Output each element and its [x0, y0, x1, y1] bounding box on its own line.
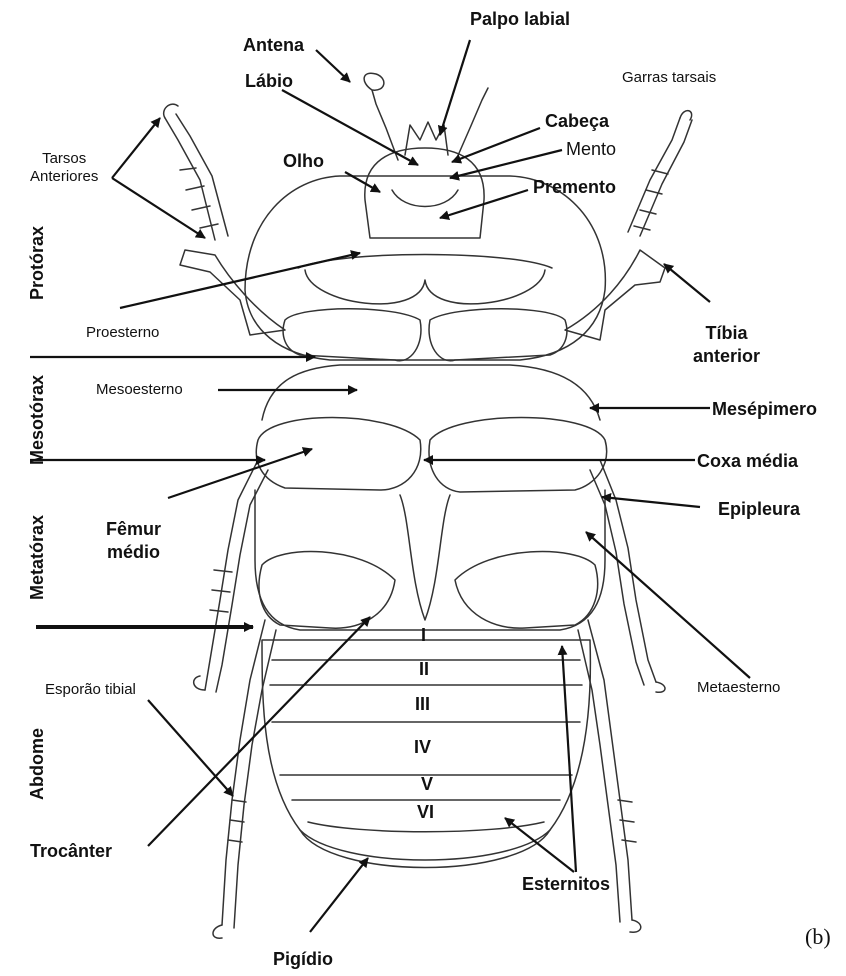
arrow-esternitos-1 [562, 646, 576, 872]
label-mesepimero: Mesépimero [712, 400, 817, 418]
sternite-ii: II [419, 660, 429, 678]
arrow-palpo-labial [440, 40, 470, 135]
hind-leg-left [222, 620, 265, 925]
arrow-tarsos-anteriores-2 [112, 178, 205, 238]
label-metaesterno: Metaesterno [697, 680, 780, 695]
arrow-trocanter [148, 617, 370, 846]
label-palpo-labial: Palpo labial [470, 10, 570, 28]
arrow-esporao-tibial [148, 700, 233, 796]
label-labio: Lábio [245, 72, 293, 90]
arrow-tarsos-anteriores-1 [112, 118, 160, 178]
label-antena: Antena [243, 36, 304, 54]
label-epipleura: Epipleura [718, 500, 800, 518]
label-mento: Mento [566, 140, 616, 158]
label-femur-medio: Fêmur médio [106, 518, 161, 563]
label-pigidio: Pigídio [273, 950, 333, 968]
label-esternitos: Esternitos [522, 875, 610, 893]
label-garras-tarsais: Garras tarsais [622, 70, 716, 85]
label-esporao-tibial: Esporão tibial [45, 682, 136, 697]
mid-leg-left [205, 460, 258, 690]
label-tarsos-anteriores: Tarsos Anteriores [30, 150, 98, 186]
region-metatorax: Metatórax [28, 515, 46, 600]
mid-coxa-left [256, 418, 420, 491]
arrow-metaesterno [586, 532, 750, 678]
fore-coxa-left [283, 309, 421, 361]
fore-leg-left [180, 250, 285, 335]
arrow-mento [450, 150, 562, 178]
label-coxa-media: Coxa média [697, 452, 798, 470]
mid-coxa-right [429, 418, 607, 493]
metasternum [255, 490, 605, 630]
sternite-iii: III [415, 695, 430, 713]
region-abdome: Abdome [28, 728, 46, 800]
label-olho: Olho [283, 152, 324, 170]
fore-leg-right [565, 250, 665, 340]
sternite-i: I [421, 626, 426, 644]
sternite-iv: IV [414, 738, 431, 756]
label-trocanter: Trocânter [30, 842, 112, 860]
region-protorax: Protórax [28, 226, 46, 300]
sternite-vi: VI [417, 803, 434, 821]
arrow-esternitos-2 [505, 818, 574, 872]
arrow-tibia-anterior [664, 264, 710, 302]
arrow-femur-medio [168, 449, 312, 498]
hind-coxa-right [455, 551, 598, 628]
sternite-v: V [421, 775, 433, 793]
fore-coxa-right [429, 309, 567, 361]
head [365, 148, 484, 238]
label-premento: Premento [533, 178, 616, 196]
left-antenna [372, 90, 398, 160]
arrow-antena [316, 50, 350, 82]
label-cabeca: Cabeça [545, 112, 609, 130]
label-tibia-anterior: Tíbia anterior [693, 322, 760, 367]
arrow-cabeca [452, 128, 540, 162]
label-proesterno: Proesterno [86, 325, 159, 340]
figure-letter: (b) [805, 926, 831, 948]
arrow-olho [345, 172, 380, 192]
label-mesoesterno: Mesoesterno [96, 382, 183, 397]
hind-coxa-left [259, 551, 395, 628]
mesothorax [262, 365, 600, 420]
arrow-pigidio [310, 858, 368, 932]
mid-leg-right [600, 460, 656, 682]
region-mesotorax: Mesotórax [28, 375, 46, 465]
